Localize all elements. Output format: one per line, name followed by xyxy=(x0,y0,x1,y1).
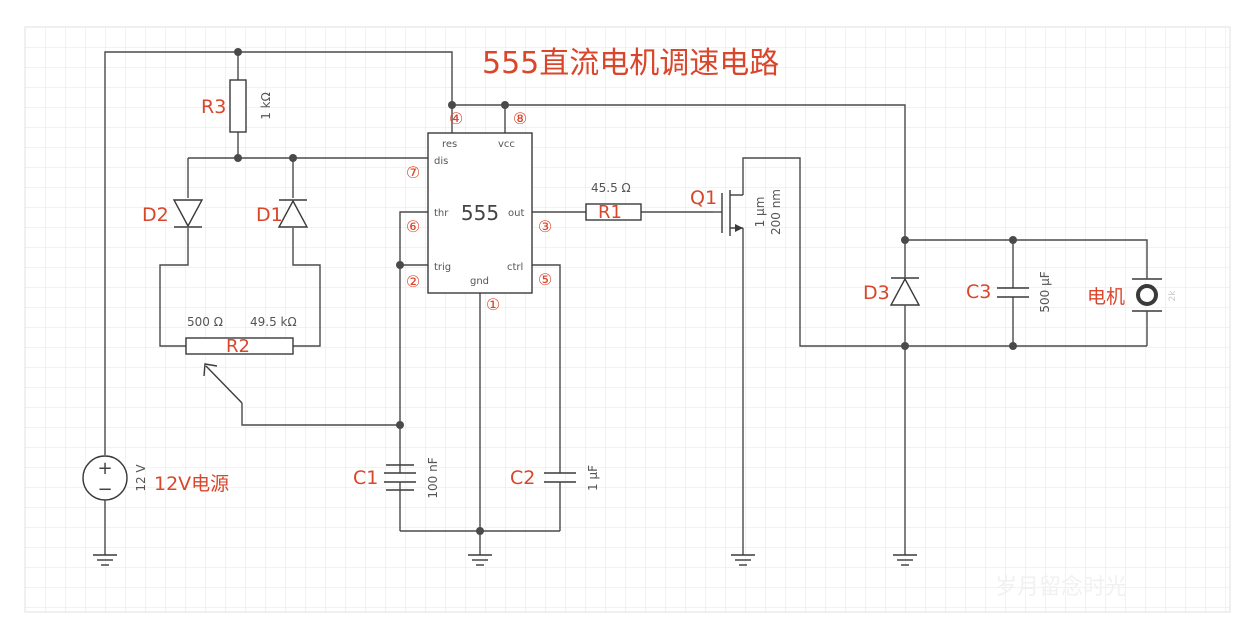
c3-label: C3 xyxy=(966,281,991,303)
r1-label: R1 xyxy=(598,202,622,223)
junction-dots xyxy=(234,48,1017,535)
pin-number-1: ① xyxy=(486,295,500,314)
resistor-r1[interactable]: R1 45.5 Ω xyxy=(585,181,642,223)
c1-label: C1 xyxy=(353,467,378,489)
capacitor-c1[interactable]: C1 100 nF xyxy=(353,457,440,498)
motor[interactable]: 电机 2k xyxy=(1087,272,1178,318)
ic-body xyxy=(427,132,533,294)
c2-label: C2 xyxy=(510,467,535,489)
potentiometer-r2[interactable]: R2 500 Ω 49.5 kΩ xyxy=(185,315,297,404)
r2-value-right: 49.5 kΩ xyxy=(250,315,297,329)
r1-value: 45.5 Ω xyxy=(591,181,631,195)
mosfet-q1[interactable]: Q1 1 μm 200 nm xyxy=(690,187,783,236)
diode-d1[interactable]: D1 xyxy=(256,199,309,228)
wires xyxy=(104,51,1148,555)
resistor-r3[interactable]: R3 1 kΩ xyxy=(201,79,273,133)
grid-background xyxy=(24,26,1231,613)
pin-label-gnd: gnd xyxy=(470,276,489,287)
capacitor-c2[interactable]: C2 1 μF xyxy=(510,465,600,491)
pin-number-5: ⑤ xyxy=(538,270,552,289)
capacitor-c3[interactable]: C3 500 μF xyxy=(966,271,1052,312)
r2-value-left: 500 Ω xyxy=(187,315,223,329)
source-minus-icon: − xyxy=(97,479,112,500)
diode-d3[interactable]: D3 xyxy=(863,272,921,312)
motor-tag: 2k xyxy=(1168,290,1178,302)
d1-label: D1 xyxy=(256,204,283,226)
ground-d3 xyxy=(893,554,917,566)
c2-value: 1 μF xyxy=(586,465,600,491)
source-label: 12V电源 xyxy=(154,473,229,495)
q1-length: 200 nm xyxy=(769,189,783,235)
pin-label-vcc: vcc xyxy=(498,139,515,150)
ground-ic xyxy=(468,554,492,566)
ic-name: 555 xyxy=(461,201,499,225)
q1-label: Q1 xyxy=(690,187,717,209)
r3-label: R3 xyxy=(201,96,226,118)
motor-label: 电机 xyxy=(1087,286,1125,308)
motor-icon xyxy=(1136,284,1158,306)
pin-number-6: ⑥ xyxy=(406,217,420,236)
pin-label-thr: thr xyxy=(434,208,449,219)
voltage-source[interactable]: + − 12 V 12V电源 xyxy=(82,455,229,555)
q1-width: 1 μm xyxy=(753,197,767,228)
pin-number-2: ② xyxy=(406,272,420,291)
r3-value: 1 kΩ xyxy=(259,92,273,120)
watermark: 岁月留念时光 xyxy=(995,575,1127,600)
pin-label-trig: trig xyxy=(434,262,451,273)
c1-value: 100 nF xyxy=(426,457,440,498)
ground-mosfet xyxy=(731,554,755,566)
pin-number-8: ⑧ xyxy=(513,109,527,128)
d2-label: D2 xyxy=(142,204,169,226)
pin-label-ctrl: ctrl xyxy=(507,262,523,273)
d3-label: D3 xyxy=(863,282,890,304)
pin-label-out: out xyxy=(508,208,524,219)
pin-numbers: ④ ⑧ ⑦ ⑥ ② ① ③ ⑤ xyxy=(406,109,552,314)
source-voltage: 12 V xyxy=(134,464,148,492)
pin-number-3: ③ xyxy=(538,217,552,236)
pin-label-dis: dis xyxy=(434,156,448,167)
r2-label: R2 xyxy=(226,336,250,357)
source-plus-icon: + xyxy=(97,458,112,479)
circuit-title: 555直流电机调速电路 xyxy=(482,46,779,81)
pin-number-4: ④ xyxy=(449,109,463,128)
ground-source xyxy=(93,554,117,566)
c3-value: 500 μF xyxy=(1038,271,1052,312)
diode-d2[interactable]: D2 xyxy=(142,199,204,228)
ic-555[interactable]: 555 res vcc dis thr trig out ctrl gnd xyxy=(427,132,533,294)
pin-label-res: res xyxy=(442,139,457,150)
pin-number-7: ⑦ xyxy=(406,163,420,182)
